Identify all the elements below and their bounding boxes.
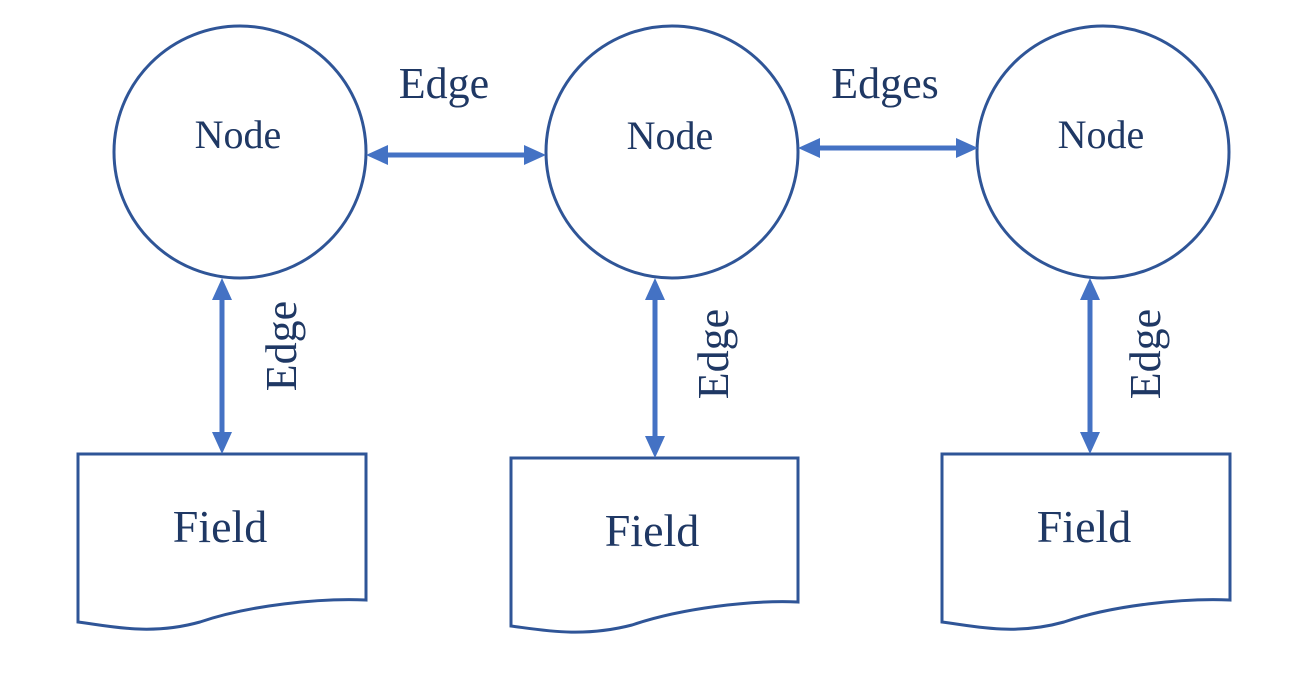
- node-circle: [112, 24, 368, 280]
- arrow-head-right: [524, 145, 546, 165]
- edge-label: Edge: [689, 309, 738, 399]
- edge-label: Edge: [257, 301, 306, 391]
- edge-horizontal-1: [366, 145, 546, 165]
- field-document-shape: [940, 452, 1232, 631]
- arrow-head-left: [798, 138, 820, 158]
- node-3: Node: [975, 24, 1231, 280]
- arrow-head-up: [645, 278, 665, 300]
- arrow-head-down: [1080, 432, 1100, 454]
- edge-label: Edge: [399, 59, 489, 108]
- node-1: Node: [112, 24, 368, 280]
- field-document-shape: [76, 452, 368, 631]
- field-label: Field: [173, 501, 268, 552]
- edge-label: Edge: [1121, 309, 1170, 399]
- arrow-head-left: [366, 145, 388, 165]
- edge-vertical-2: [645, 278, 665, 458]
- arrow-head-down: [645, 436, 665, 458]
- field-label: Field: [605, 505, 700, 556]
- field-1: Field: [76, 452, 368, 631]
- node-label: Node: [195, 112, 282, 157]
- node-circle: [544, 24, 800, 280]
- arrow-head-right: [956, 138, 978, 158]
- node-circle: [975, 24, 1231, 280]
- edge-vertical-1: [212, 278, 232, 454]
- field-label: Field: [1037, 501, 1132, 552]
- node-label: Node: [627, 113, 714, 158]
- field-3: Field: [940, 452, 1232, 631]
- node-2: Node: [544, 24, 800, 280]
- edge-label: Edges: [831, 59, 939, 108]
- edge-horizontal-2: [798, 138, 978, 158]
- node-label: Node: [1058, 112, 1145, 157]
- arrow-head-up: [1080, 278, 1100, 300]
- field-2: Field: [509, 456, 800, 634]
- arrow-head-up: [212, 278, 232, 300]
- arrow-head-down: [212, 432, 232, 454]
- edge-vertical-3: [1080, 278, 1100, 454]
- field-document-shape: [509, 456, 800, 634]
